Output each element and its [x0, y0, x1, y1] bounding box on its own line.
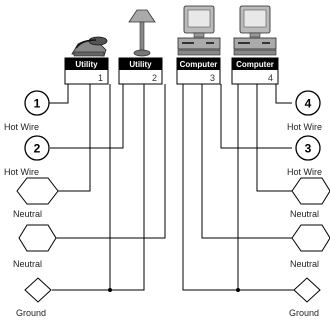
- ground-wire-right: [182, 84, 294, 291]
- ground-label: Ground: [16, 308, 46, 318]
- device-number: 2: [152, 73, 157, 83]
- hot-terminal-2: 2: [24, 135, 50, 161]
- neutral-wire-4: [256, 84, 292, 192]
- circuit-label: Hot Wire: [4, 122, 39, 132]
- ground-wire-left: [52, 84, 111, 291]
- neutral-terminal: [16, 177, 59, 205]
- ground-junction-right: [236, 288, 240, 292]
- circuit-number: 2: [34, 142, 41, 156]
- device-label: Computer: [236, 60, 274, 69]
- device-number: 4: [268, 73, 273, 83]
- hot-terminal-4: 4: [295, 90, 321, 116]
- ground-wire-left-2: [110, 84, 145, 291]
- neutral-wire-1: [58, 84, 91, 192]
- circuit-label: Hot Wire: [4, 167, 39, 177]
- ground-junction-left: [108, 288, 112, 292]
- circuit-number: 1: [34, 97, 41, 111]
- computer-icon: [177, 5, 221, 56]
- ground-terminal: [24, 277, 52, 303]
- circuit-number: 3: [305, 142, 312, 156]
- circuit-label: Hot Wire: [287, 167, 322, 177]
- circuit-number: 4: [305, 97, 312, 111]
- neutral-terminal: [291, 224, 330, 252]
- neutral-terminal: [291, 177, 330, 205]
- neutral-terminal: [18, 224, 57, 252]
- hot-terminal-1: 1: [24, 90, 50, 116]
- neutral-wire-2: [56, 84, 166, 239]
- lamp-icon: [128, 9, 156, 57]
- device-number: 3: [210, 73, 215, 83]
- device-panel-3: Computer 3: [176, 57, 221, 85]
- device-panel-1: Utility 1: [64, 57, 109, 85]
- neutral-label: Neutral: [290, 209, 319, 219]
- device-label: Utility: [129, 60, 152, 69]
- device-panel-4: Computer 4: [231, 57, 279, 85]
- device-number: 1: [98, 73, 103, 83]
- hot-wire-3: [220, 84, 292, 149]
- circuit-label: Hot Wire: [287, 122, 322, 132]
- device-panel-2: Utility 2: [118, 57, 163, 85]
- hot-terminal-3: 3: [295, 135, 321, 161]
- hot-wire-1: [48, 84, 69, 104]
- neutral-label: Neutral: [290, 259, 319, 269]
- computer-icon: [233, 5, 277, 56]
- neutral-label: Neutral: [13, 209, 42, 219]
- neutral-wire-3: [201, 84, 292, 239]
- ground-terminal: [293, 277, 321, 303]
- hot-wire-2: [50, 84, 124, 149]
- device-label: Utility: [75, 60, 98, 69]
- ground-label: Ground: [289, 308, 319, 318]
- device-label: Computer: [180, 60, 218, 69]
- neutral-label: Neutral: [13, 259, 42, 269]
- telephone-icon: [71, 36, 108, 57]
- hot-wire-4: [275, 84, 292, 104]
